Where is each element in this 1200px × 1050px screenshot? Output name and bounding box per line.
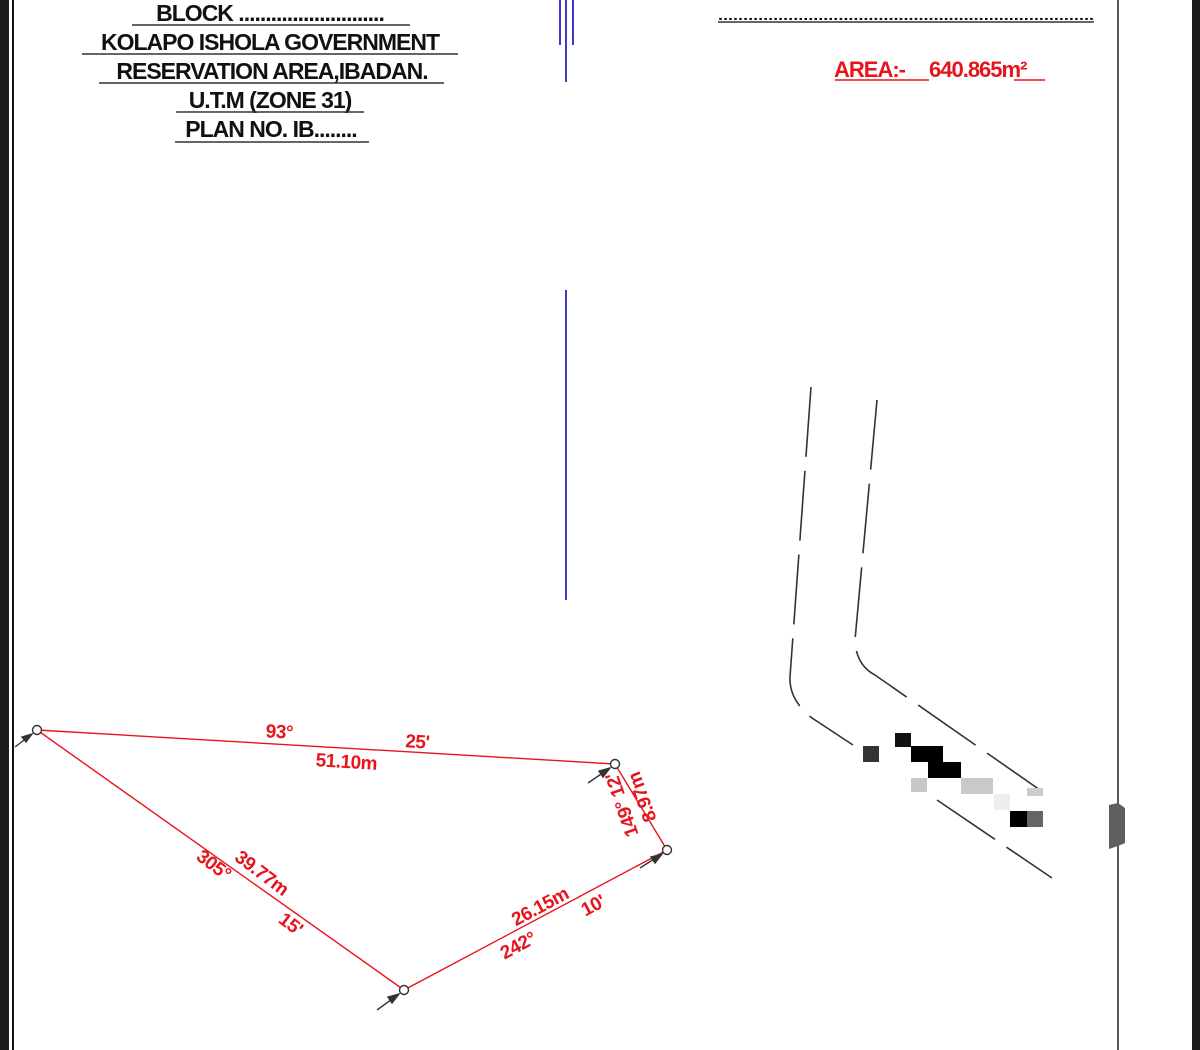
beacon-marker <box>609 758 621 770</box>
beacon-arrows <box>14 732 664 1011</box>
edge-labels: 93° 25' 51.10m 149° 12' 8.97m 26.15m 10'… <box>192 721 661 964</box>
area-label: AREA:- <box>834 57 906 82</box>
title-underlines <box>82 24 458 143</box>
redacted-blob <box>863 733 1043 827</box>
beacon-marker <box>398 984 410 996</box>
right-dark-edge <box>1192 0 1200 1050</box>
bearing-label: 93° <box>265 721 293 744</box>
bearing-label: 242° <box>497 928 540 964</box>
arrow-icon <box>597 766 612 779</box>
dotted-header-line: ........................................… <box>718 7 1094 23</box>
title-line: RESERVATION AREA,IBADAN. <box>116 58 427 84</box>
title-line: U.T.M (ZONE 31) <box>189 87 352 113</box>
beacon-marker <box>661 844 673 856</box>
arrow-icon <box>649 852 664 865</box>
arrow-icon <box>386 992 401 1005</box>
bearing-label: 15' <box>274 909 306 940</box>
left-dark-edge <box>0 0 9 1050</box>
beacons <box>31 724 673 996</box>
area-value: 640.865m² <box>929 57 1027 82</box>
title-line: KOLAPO ISHOLA GOVERNMENT <box>101 29 440 55</box>
grid-lines <box>559 0 574 600</box>
title-line: PLAN NO. IB........ <box>185 116 356 142</box>
arrow-icon <box>20 732 34 744</box>
bearing-label: 305° <box>192 846 234 885</box>
beacon-marker <box>31 724 43 736</box>
page-tab-marker <box>1109 803 1125 849</box>
distance-label: 26.15m <box>508 883 572 930</box>
title-block: BLOCK ........................... KOLAPO… <box>101 0 441 142</box>
road-outline <box>789 386 1053 879</box>
title-line: BLOCK ........................... <box>156 0 384 26</box>
distance-label: 51.10m <box>315 750 378 775</box>
bearing-label: 25' <box>405 731 430 753</box>
